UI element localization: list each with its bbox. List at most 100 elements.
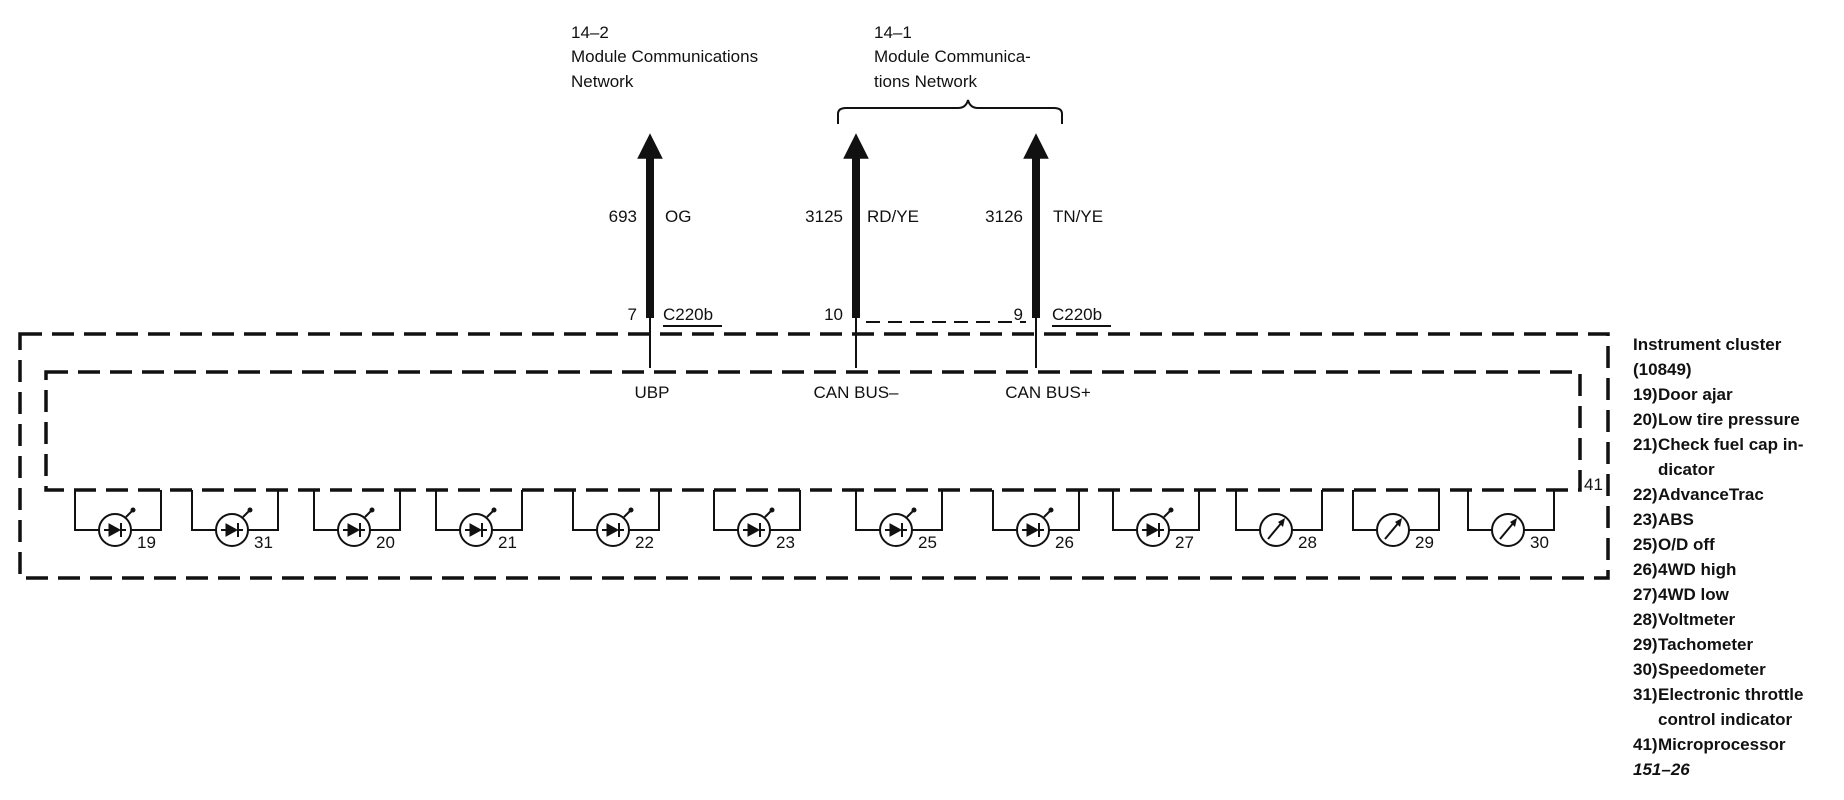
legend-text: Microprocessor <box>1658 735 1786 754</box>
network-code: 14–1 <box>874 23 912 42</box>
legend-number: 20) <box>1633 410 1658 429</box>
legend-text: (10849) <box>1633 360 1692 379</box>
signal-label: CAN BUS– <box>813 383 899 402</box>
circuit-color: RD/YE <box>867 207 919 226</box>
legend-item: 21)Check fuel cap in- <box>1633 435 1803 454</box>
diode-icon <box>108 523 122 537</box>
legend-text: O/D off <box>1658 535 1715 554</box>
legend-item: 41)Microprocessor <box>1633 735 1786 754</box>
legend-item: 26)4WD high <box>1633 560 1736 579</box>
component-23: 23 <box>713 490 801 552</box>
light-ray-icon <box>764 510 772 518</box>
component-26: 26 <box>992 490 1080 552</box>
legend-item: 20)Low tire pressure <box>1633 410 1800 429</box>
legend-item: dicator <box>1658 460 1715 479</box>
component-25: 25 <box>855 490 943 552</box>
legend-text: 4WD high <box>1658 560 1736 579</box>
lamp-icon <box>879 513 913 547</box>
circuit-color: TN/YE <box>1053 207 1103 226</box>
figure-id: 151–26 <box>1633 760 1690 779</box>
network-brace <box>837 99 1063 124</box>
diode-icon <box>347 523 361 537</box>
component-27: 27 <box>1112 490 1200 552</box>
legend-number: 29) <box>1633 635 1658 654</box>
circuit-number: 3125 <box>805 207 843 226</box>
legend-text: ABS <box>1658 510 1694 529</box>
microprocessor-ref: 41 <box>1584 475 1603 494</box>
component-22: 22 <box>572 490 660 552</box>
legend-number: 26) <box>1633 560 1658 579</box>
component-number: 30 <box>1530 533 1549 552</box>
network-label-14-2: 14–2 Module Communications Network <box>571 23 758 91</box>
legend-item: (10849) <box>1633 360 1692 379</box>
connector-id: C220b <box>663 305 713 324</box>
gauge-icon <box>1376 513 1410 547</box>
lamp-icon <box>98 513 132 547</box>
lamp-icon <box>337 513 371 547</box>
legend: Instrument cluster(10849)19)Door ajar20)… <box>1633 335 1803 779</box>
lamp-icon <box>459 513 493 547</box>
connector-pin: 7 <box>628 305 637 324</box>
light-ray-icon <box>1163 510 1171 518</box>
legend-number: 27) <box>1633 585 1658 604</box>
light-ray-icon <box>125 510 133 518</box>
connector-id: C220b <box>1052 305 1102 324</box>
gauge-icon <box>1259 513 1293 547</box>
connector-pin: 9 <box>1014 305 1023 324</box>
legend-text: Electronic throttle <box>1658 685 1803 704</box>
legend-text: Door ajar <box>1658 385 1733 404</box>
gauge-icon <box>1491 513 1525 547</box>
light-ray-icon <box>242 510 250 518</box>
legend-text: Low tire pressure <box>1658 410 1800 429</box>
legend-number: 31) <box>1633 685 1658 704</box>
component-29: 29 <box>1352 490 1440 552</box>
legend-text: Voltmeter <box>1658 610 1736 629</box>
component-number: 29 <box>1415 533 1434 552</box>
legend-item: 29)Tachometer <box>1633 635 1753 654</box>
diode-icon <box>747 523 761 537</box>
diode-icon <box>1146 523 1160 537</box>
component-number: 25 <box>918 533 937 552</box>
component-number: 28 <box>1298 533 1317 552</box>
component-30: 30 <box>1467 490 1555 552</box>
legend-item: 22)AdvanceTrac <box>1633 485 1764 504</box>
instrument-cluster-boundary <box>18 332 1610 580</box>
lamp-icon <box>596 513 630 547</box>
legend-number: 23) <box>1633 510 1658 529</box>
diode-icon <box>225 523 239 537</box>
diode-icon <box>469 523 483 537</box>
light-ray-icon <box>906 510 914 518</box>
lamp-icon <box>1016 513 1050 547</box>
network-label-14-1: 14–1 Module Communica- tions Network <box>874 23 1031 91</box>
component-number: 23 <box>776 533 795 552</box>
lamp-icon <box>215 513 249 547</box>
legend-item: 31)Electronic throttle <box>1633 685 1803 704</box>
connector-pin: 10 <box>824 305 843 324</box>
legend-number: 22) <box>1633 485 1658 504</box>
circuit-number: 693 <box>609 207 637 226</box>
legend-number: 19) <box>1633 385 1658 404</box>
legend-number: 30) <box>1633 660 1658 679</box>
legend-text: Instrument cluster <box>1633 335 1782 354</box>
component-19: 19 <box>74 490 162 552</box>
microprocessor-boundary <box>44 370 1582 492</box>
diode-icon <box>606 523 620 537</box>
light-ray-icon <box>1043 510 1051 518</box>
legend-text: control indicator <box>1658 710 1793 729</box>
circuit-number: 3126 <box>985 207 1023 226</box>
component-number: 31 <box>254 533 273 552</box>
signal-label: CAN BUS+ <box>1005 383 1091 402</box>
component-21: 21 <box>435 490 523 552</box>
legend-item: 23)ABS <box>1633 510 1694 529</box>
network-code: 14–2 <box>571 23 609 42</box>
light-ray-icon <box>364 510 372 518</box>
legend-item: 30)Speedometer <box>1633 660 1766 679</box>
legend-text: 4WD low <box>1658 585 1730 604</box>
signal-label: UBP <box>635 383 670 402</box>
component-20: 20 <box>313 490 401 552</box>
component-number: 26 <box>1055 533 1074 552</box>
legend-item: 28)Voltmeter <box>1633 610 1736 629</box>
light-ray-icon <box>623 510 631 518</box>
component-31: 31 <box>191 490 279 552</box>
